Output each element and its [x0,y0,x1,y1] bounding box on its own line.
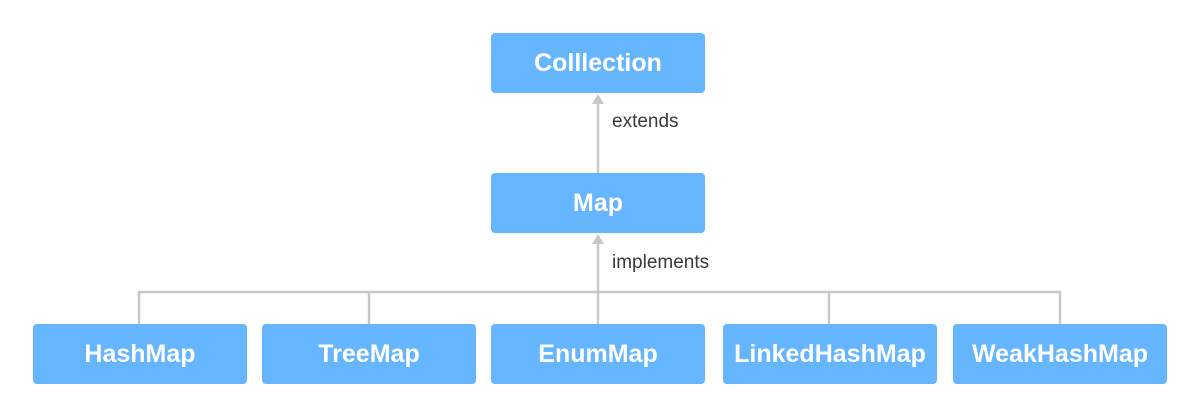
implements-label: implements [612,252,710,273]
extends-arrowhead [592,94,604,104]
collection-node: Colllection [491,33,705,93]
hashmap-node: HashMap [33,324,247,384]
enummap-node: EnumMap [491,324,705,384]
weakhashmap-node: WeakHashMap [953,324,1167,384]
linkedhashmap-node: LinkedHashMap [723,324,937,384]
treemap-node: TreeMap [262,324,476,384]
implements-arrowhead [592,234,604,244]
map-node: Map [491,173,705,233]
extends-label: extends [612,111,679,132]
